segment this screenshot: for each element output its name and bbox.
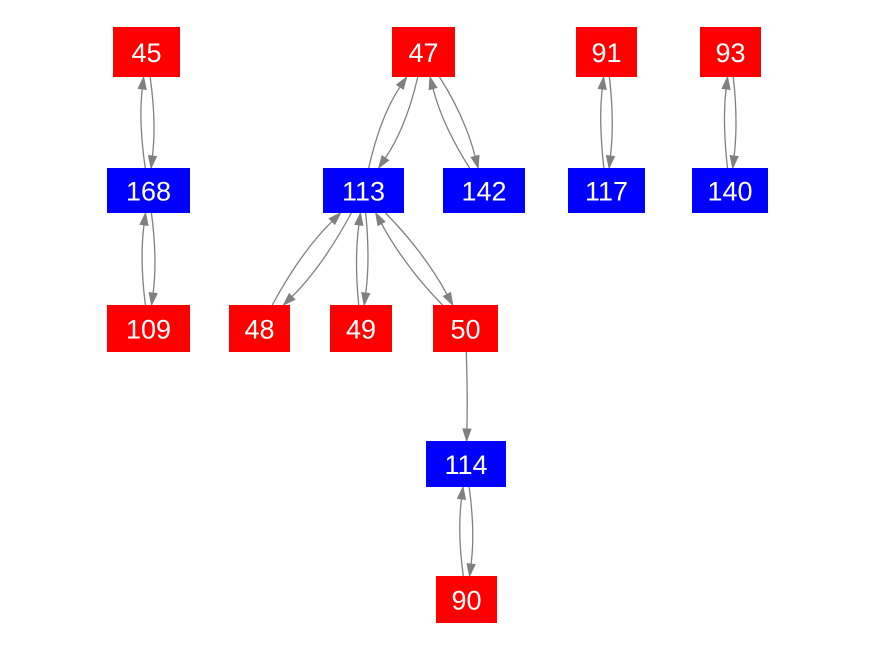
edge-113-to-50 bbox=[385, 212, 448, 295]
arrowhead-114-to-90 bbox=[466, 563, 476, 578]
arrowhead-113-to-48 bbox=[282, 292, 296, 307]
edge-113-to-49 bbox=[365, 212, 369, 294]
edge-49-to-113 bbox=[355, 224, 360, 306]
node-93[interactable]: 93 bbox=[700, 27, 761, 77]
arrowhead-113-to-47 bbox=[395, 75, 408, 90]
arrowhead-140-to-93 bbox=[721, 75, 731, 90]
node-box-91[interactable] bbox=[576, 27, 637, 77]
node-box-45[interactable] bbox=[113, 27, 180, 77]
node-box-117[interactable] bbox=[568, 168, 645, 213]
node-168[interactable]: 168 bbox=[107, 168, 190, 213]
edge-50-to-113 bbox=[380, 223, 443, 306]
node-47[interactable]: 47 bbox=[392, 27, 455, 77]
node-box-49[interactable] bbox=[330, 305, 392, 352]
node-90[interactable]: 90 bbox=[436, 576, 497, 623]
node-box-142[interactable] bbox=[443, 168, 525, 213]
arrowhead-47-to-113 bbox=[377, 155, 390, 170]
node-48[interactable]: 48 bbox=[229, 305, 290, 352]
node-45[interactable]: 45 bbox=[113, 27, 180, 77]
node-140[interactable]: 140 bbox=[692, 168, 768, 213]
edge-113-to-48 bbox=[291, 212, 352, 298]
arrowhead-168-to-45 bbox=[137, 75, 147, 90]
arrowhead-91-to-117 bbox=[605, 155, 616, 170]
edge-109-to-168 bbox=[141, 224, 147, 306]
edge-47-to-142 bbox=[438, 76, 476, 157]
edge-45-to-168 bbox=[149, 76, 155, 157]
edge-168-to-109 bbox=[150, 212, 156, 294]
edge-50-to-114 bbox=[465, 351, 468, 430]
edge-47-to-113 bbox=[384, 76, 419, 159]
arrowhead-113-to-50 bbox=[442, 291, 454, 307]
arrowhead-117-to-91 bbox=[597, 75, 607, 90]
node-113[interactable]: 113 bbox=[323, 168, 404, 213]
edge-114-to-90 bbox=[468, 486, 474, 565]
arrowhead-47-to-142 bbox=[470, 154, 480, 170]
node-114[interactable]: 114 bbox=[426, 441, 506, 487]
edge-113-to-47 bbox=[368, 86, 401, 169]
edge-168-to-45 bbox=[140, 88, 146, 169]
node-117[interactable]: 117 bbox=[568, 168, 645, 213]
edge-48-to-113 bbox=[271, 220, 333, 306]
edge-93-to-140 bbox=[732, 76, 737, 157]
node-box-47[interactable] bbox=[392, 27, 455, 77]
node-box-90[interactable] bbox=[436, 576, 497, 623]
arrowhead-142-to-47 bbox=[428, 75, 438, 91]
arrowhead-48-to-113 bbox=[328, 211, 342, 226]
node-142[interactable]: 142 bbox=[443, 168, 525, 213]
edge-140-to-93 bbox=[723, 88, 729, 169]
node-box-50[interactable] bbox=[433, 305, 498, 352]
node-50[interactable]: 50 bbox=[433, 305, 498, 352]
edge-91-to-117 bbox=[608, 76, 613, 157]
edge-layer bbox=[137, 75, 739, 578]
node-box-113[interactable] bbox=[323, 168, 404, 213]
arrowhead-168-to-109 bbox=[148, 291, 158, 307]
node-layer: 45 168 109 47 113 142 48 49 50 114 90 91 117 93 140 bbox=[107, 27, 768, 623]
node-box-114[interactable] bbox=[426, 441, 506, 487]
node-box-109[interactable] bbox=[107, 305, 190, 352]
node-box-48[interactable] bbox=[229, 305, 290, 352]
arrowhead-93-to-140 bbox=[729, 155, 739, 170]
arrowhead-109-to-168 bbox=[139, 211, 149, 227]
node-box-168[interactable] bbox=[107, 168, 190, 213]
edge-90-to-114 bbox=[459, 498, 464, 577]
edge-117-to-91 bbox=[600, 88, 605, 169]
arrowhead-50-to-114 bbox=[462, 428, 472, 443]
node-box-93[interactable] bbox=[700, 27, 761, 77]
arrowhead-50-to-113 bbox=[374, 211, 386, 227]
arrowhead-90-to-114 bbox=[456, 485, 467, 500]
node-91[interactable]: 91 bbox=[576, 27, 637, 77]
edge-142-to-47 bbox=[432, 88, 471, 169]
node-49[interactable]: 49 bbox=[330, 305, 392, 352]
arrowhead-113-to-49 bbox=[361, 291, 371, 307]
arrowhead-49-to-113 bbox=[354, 211, 364, 227]
arrowhead-45-to-168 bbox=[147, 155, 158, 170]
node-109[interactable]: 109 bbox=[107, 305, 190, 352]
node-box-140[interactable] bbox=[692, 168, 768, 213]
